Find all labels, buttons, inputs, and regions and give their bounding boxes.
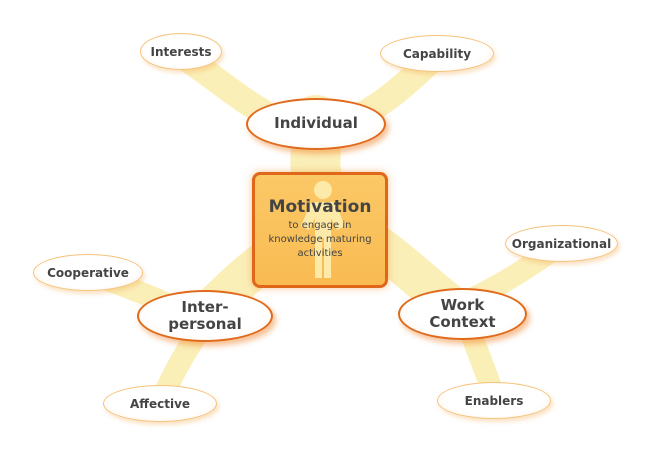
node-label: Organizational	[511, 236, 612, 251]
node-capability: Capability	[380, 35, 494, 72]
node-label: Interests	[150, 44, 212, 59]
person-figure-icon	[301, 181, 345, 278]
subtitle-line: to engage in	[288, 220, 352, 231]
label-line: Work	[440, 295, 485, 314]
node-affective: Affective	[103, 385, 217, 422]
node-label: Cooperative	[47, 265, 129, 280]
node-organizational: Organizational	[505, 225, 618, 262]
label-line: Inter-	[181, 297, 229, 316]
node-label: Enablers	[464, 393, 524, 408]
node-label: Individual	[274, 114, 358, 133]
center-subtitle: to engage in knowledge maturing activiti…	[255, 219, 385, 261]
subtitle-line: activities	[297, 248, 343, 259]
node-interpersonal: Inter-personal	[137, 290, 273, 342]
node-cooperative: Cooperative	[33, 254, 143, 291]
subtitle-line: knowledge maturing	[268, 234, 372, 245]
label-line: Context	[429, 313, 496, 331]
node-enablers: Enablers	[437, 382, 551, 419]
node-label: Affective	[129, 396, 191, 411]
node-label: Capability	[402, 46, 472, 61]
node-individual: Individual	[246, 98, 386, 150]
node-label: Inter-personal	[168, 297, 242, 334]
center-node-motivation: Motivation to engage in knowledge maturi…	[252, 172, 388, 288]
node-interests: Interests	[140, 33, 222, 70]
center-title: Motivation	[268, 197, 372, 217]
label-line: personal	[168, 315, 242, 333]
